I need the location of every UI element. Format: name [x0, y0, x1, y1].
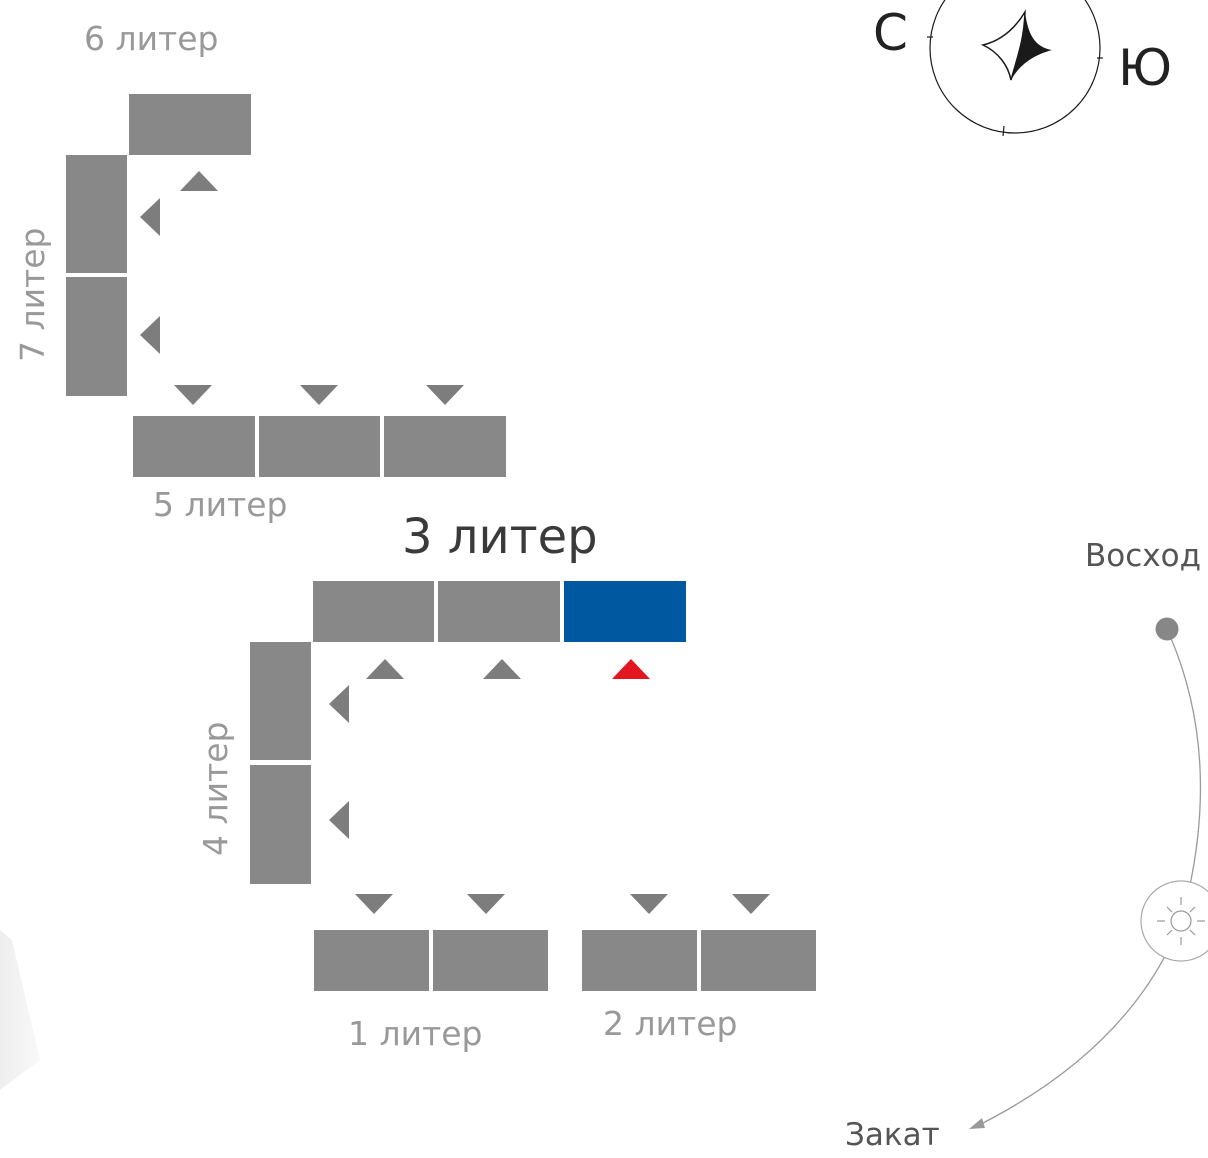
building-3-section[interactable]	[438, 581, 560, 642]
building-5-section[interactable]	[384, 416, 506, 477]
entrance-arrow-up-icon	[180, 171, 218, 191]
building-7-label: 7 литер	[13, 227, 52, 363]
building-1-section[interactable]	[433, 930, 548, 991]
building-5-section[interactable]	[133, 416, 255, 477]
building-2-section[interactable]	[582, 930, 697, 991]
compass-right-label: Ю	[1118, 39, 1172, 97]
building-6-section[interactable]	[129, 94, 251, 155]
entrance-arrow-down-icon	[426, 385, 464, 405]
entrance-arrow-left-icon	[329, 801, 349, 839]
building-1-section[interactable]	[314, 930, 429, 991]
sunrise-label: Восход	[1085, 538, 1202, 574]
building-3-label: 3 литер	[402, 509, 598, 565]
entrance-arrow-left-icon	[140, 316, 160, 354]
entrance-arrow-up-icon	[366, 659, 404, 679]
building-5-label: 5 литер	[153, 485, 288, 524]
selected-entrance-arrow-icon	[612, 659, 650, 679]
building-3-section[interactable]	[313, 581, 434, 642]
sunset-label: Закат	[845, 1117, 940, 1153]
building-4-label: 4 литер	[196, 721, 235, 857]
entrance-arrow-down-icon	[174, 385, 212, 405]
building-1-label: 1 литер	[348, 1014, 483, 1053]
entrance-arrow-left-icon	[329, 685, 349, 723]
building-2-section[interactable]	[701, 930, 816, 991]
building-4-section[interactable]	[250, 765, 311, 884]
entrance-arrow-down-icon	[630, 894, 668, 914]
building-7-section[interactable]	[66, 155, 127, 273]
building-5-section[interactable]	[259, 416, 380, 477]
entrance-arrow-down-icon	[355, 894, 393, 914]
building-3-selected-section[interactable]	[564, 581, 686, 642]
building-7-section[interactable]	[66, 277, 127, 396]
compass-left-label: С	[873, 4, 908, 62]
entrance-arrow-down-icon	[300, 385, 338, 405]
entrance-arrow-down-icon	[732, 894, 770, 914]
entrance-arrow-left-icon	[140, 198, 160, 236]
building-6-label: 6 литер	[84, 19, 219, 58]
building-4-section[interactable]	[250, 642, 311, 760]
entrance-arrow-up-icon	[483, 659, 521, 679]
entrance-arrow-down-icon	[467, 894, 505, 914]
building-2-label: 2 литер	[603, 1004, 738, 1043]
